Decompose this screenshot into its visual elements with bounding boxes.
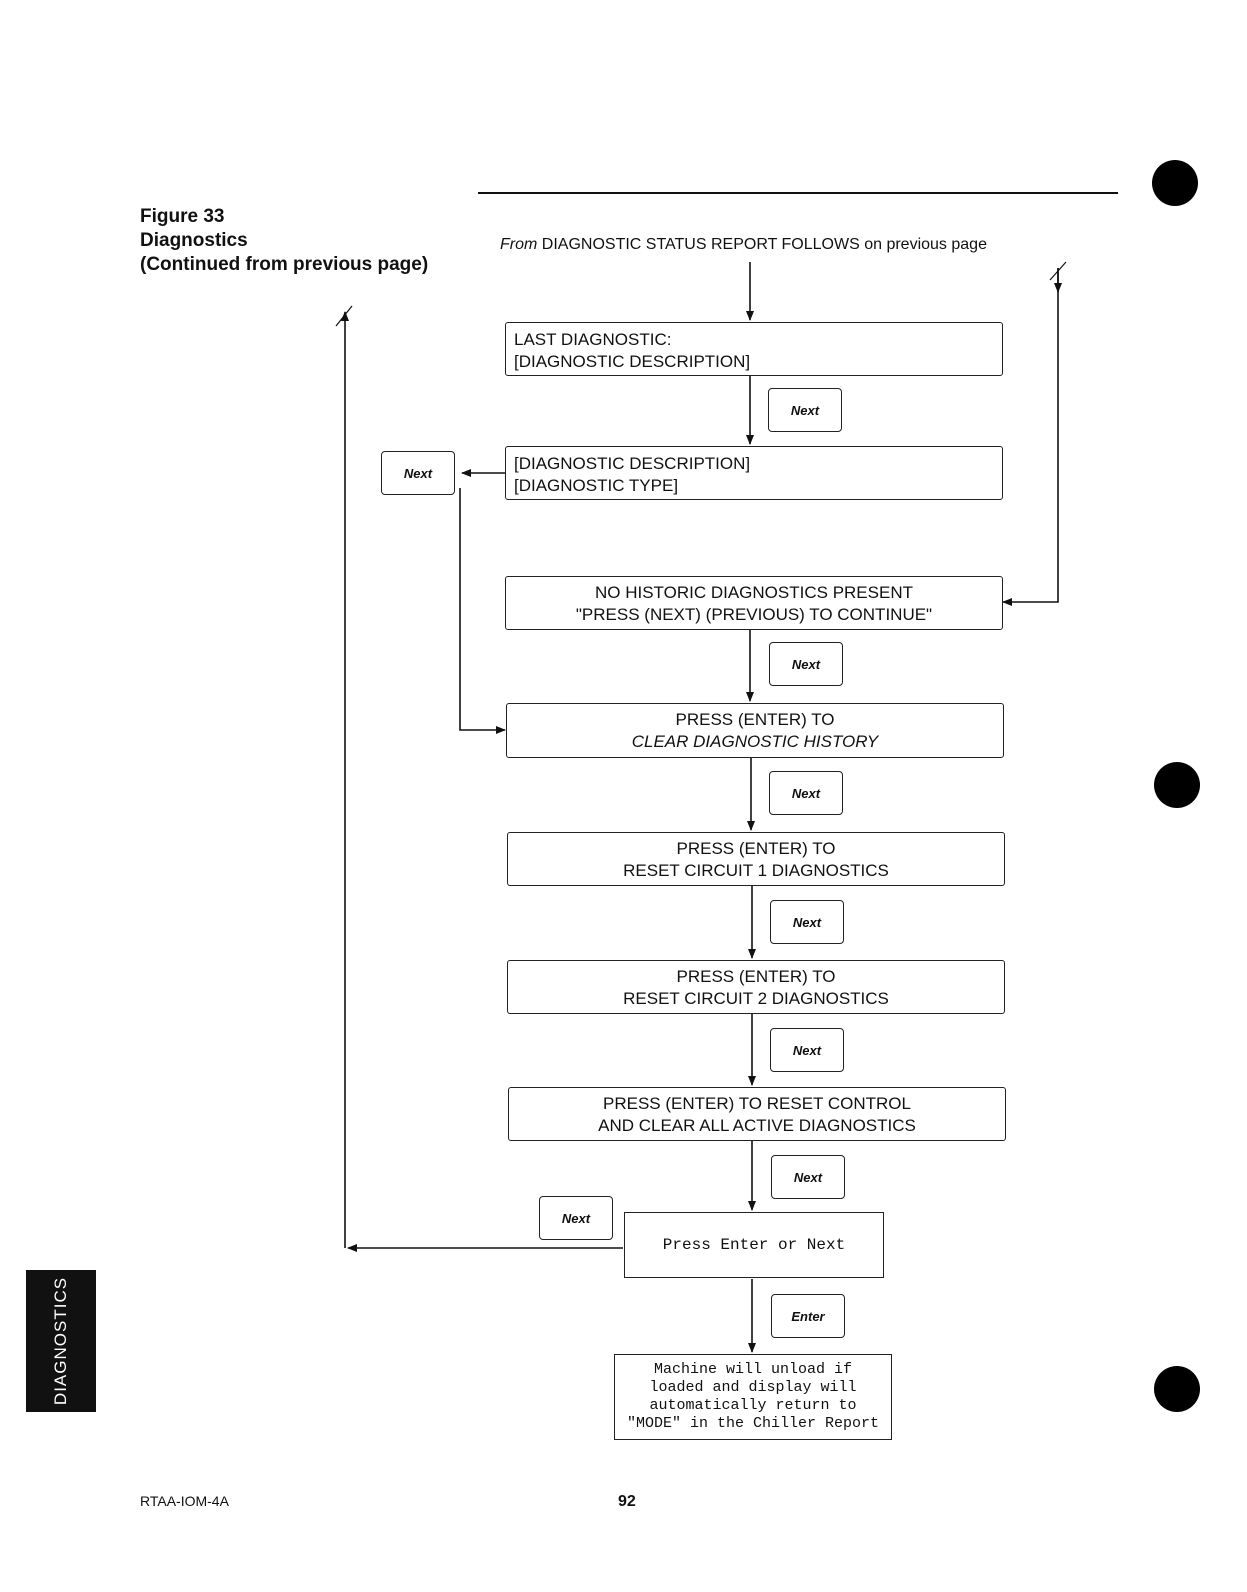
- box-diagnostic-description: [DIAGNOSTIC DESCRIPTION] [DIAGNOSTIC TYP…: [505, 446, 1003, 500]
- box-reset-circuit-1: PRESS (ENTER) TO RESET CIRCUIT 1 DIAGNOS…: [507, 832, 1005, 886]
- from-text: DIAGNOSTIC STATUS REPORT FOLLOWS: [541, 236, 860, 253]
- box-clear-diagnostic-history: PRESS (ENTER) TO CLEAR DIAGNOSTIC HISTOR…: [506, 703, 1004, 758]
- binder-hole: [1154, 762, 1200, 808]
- box-line: RESET CIRCUIT 2 DIAGNOSTICS: [623, 989, 889, 1008]
- next-key[interactable]: Next: [769, 771, 843, 815]
- box-reset-control: PRESS (ENTER) TO RESET CONTROL AND CLEAR…: [508, 1087, 1006, 1141]
- result-line: automatically return to: [649, 1397, 857, 1414]
- box-line: PRESS (ENTER) TO: [676, 967, 836, 986]
- box-line: CLEAR DIAGNOSTIC HISTORY: [631, 732, 879, 751]
- box-no-historic-diagnostics: NO HISTORIC DIAGNOSTICS PRESENT "PRESS (…: [505, 576, 1003, 630]
- box-reset-circuit-2: PRESS (ENTER) TO RESET CIRCUIT 2 DIAGNOS…: [507, 960, 1005, 1014]
- box-last-diagnostic: LAST DIAGNOSTIC: [DIAGNOSTIC DESCRIPTION…: [505, 322, 1003, 376]
- box-result: Machine will unload if loaded and displa…: [614, 1354, 892, 1440]
- result-line: loaded and display will: [649, 1379, 857, 1396]
- box-line: LAST DIAGNOSTIC:: [514, 330, 672, 349]
- result-line: Machine will unload if: [653, 1361, 853, 1378]
- next-key[interactable]: Next: [769, 642, 843, 686]
- box-line: [DIAGNOSTIC DESCRIPTION]: [514, 352, 751, 371]
- arrow-loop-to-clear: [459, 488, 506, 734]
- next-key[interactable]: Next: [770, 900, 844, 944]
- result-line: "MODE" in the Chiller Report: [626, 1415, 880, 1432]
- box-line: [DIAGNOSTIC DESCRIPTION]: [514, 454, 751, 473]
- next-key[interactable]: Next: [771, 1155, 845, 1199]
- doc-id: RTAA-IOM-4A: [140, 1493, 229, 1509]
- figure-subtitle: (Continued from previous page): [140, 254, 429, 275]
- figure-caption: Figure 33 Diagnostics (Continued from pr…: [140, 205, 428, 277]
- binder-hole: [1152, 160, 1198, 206]
- box-line: PRESS (ENTER) TO: [675, 710, 835, 729]
- figure-title: Diagnostics: [140, 230, 248, 251]
- from-suffix: on previous page: [864, 236, 987, 253]
- box-line: [DIAGNOSTIC TYPE]: [514, 476, 679, 495]
- arrow-right-loop: [1002, 268, 1059, 606]
- binder-hole: [1154, 1366, 1200, 1412]
- enter-key[interactable]: Enter: [771, 1294, 845, 1338]
- prompt-text: Press Enter or Next: [662, 1236, 846, 1254]
- next-key[interactable]: Next: [770, 1028, 844, 1072]
- page-number: 92: [618, 1493, 636, 1510]
- section-tab-label: DIAGNOSTICS: [51, 1276, 70, 1406]
- figure-label: Figure 33: [140, 206, 225, 227]
- box-line: NO HISTORIC DIAGNOSTICS PRESENT: [594, 583, 913, 602]
- from-note: From DIAGNOSTIC STATUS REPORT FOLLOWS on…: [500, 236, 987, 254]
- next-key[interactable]: Next: [768, 388, 842, 432]
- box-line: RESET CIRCUIT 1 DIAGNOSTICS: [623, 861, 889, 880]
- box-line: PRESS (ENTER) TO: [676, 839, 836, 858]
- box-line: PRESS (ENTER) TO RESET CONTROL: [603, 1094, 911, 1113]
- continuation-tick: [1049, 261, 1067, 281]
- continuation-tick: [335, 305, 353, 327]
- header-rule: [478, 192, 1118, 194]
- next-key[interactable]: Next: [539, 1196, 613, 1240]
- section-tab: DIAGNOSTICS: [26, 1270, 96, 1412]
- box-press-enter-or-next: Press Enter or Next: [624, 1212, 884, 1278]
- box-line: AND CLEAR ALL ACTIVE DIAGNOSTICS: [598, 1116, 916, 1135]
- box-line: "PRESS (NEXT) (PREVIOUS) TO CONTINUE": [575, 605, 933, 624]
- next-key[interactable]: Next: [381, 451, 455, 495]
- from-prefix: From: [500, 236, 538, 253]
